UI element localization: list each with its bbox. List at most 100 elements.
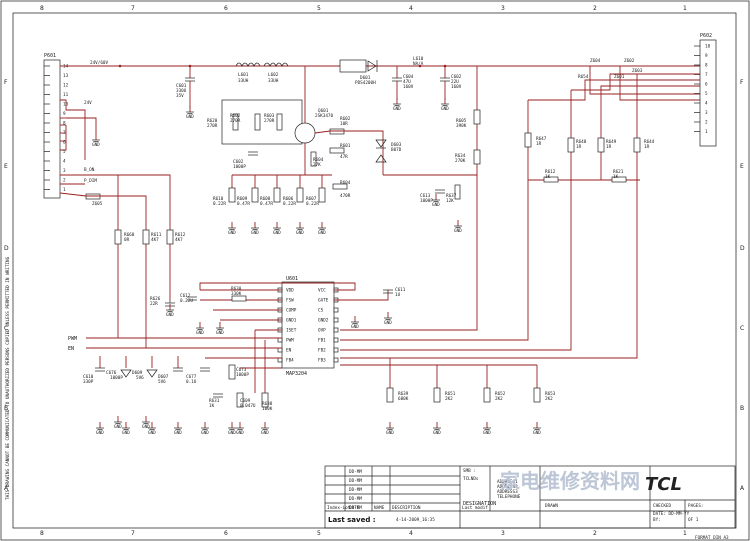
ground-label: GND [454, 228, 462, 234]
ic-pin-pad [333, 327, 339, 333]
p601-pin-label: 5 [63, 149, 66, 155]
svg-text:R607: R607 [306, 196, 317, 202]
ground-icon: GND [384, 312, 392, 326]
svg-text:Index-Lot: Index-Lot [327, 505, 351, 511]
row-labels-right: F E D C B A [740, 79, 745, 492]
capacitors-top: C601 330U 35V C604 47U 160V C602 22U 160… [176, 66, 462, 108]
svg-text:270R: 270R [207, 123, 218, 129]
ic-pin-right: VCC [318, 288, 326, 294]
svg-text:C611: C611 [395, 287, 406, 293]
last-saved-value: 4-14-2009_16:35 [396, 517, 435, 523]
svg-text:47U: 47U [403, 79, 411, 85]
confidentiality-note: THIS DRAWING CANNOT BE COMMUNICATED TO U… [5, 256, 11, 500]
ground-label: GND [533, 430, 541, 436]
ground-label: GND [114, 424, 122, 430]
svg-text:R605: R605 [456, 118, 467, 124]
ic-pin-left: ISET [286, 328, 297, 334]
svg-text:160V: 160V [403, 84, 414, 90]
ic-pin-left: GND1 [286, 318, 297, 324]
svg-text:C602: C602 [233, 159, 244, 165]
svg-text:E: E [4, 163, 8, 170]
ground-icon: GND [196, 322, 204, 336]
power-rail [60, 64, 700, 160]
ground-icon: GND [393, 98, 401, 112]
svg-text:NAME: NAME [374, 505, 385, 511]
svg-text:Z602: Z602 [624, 58, 635, 64]
svg-text:R601: R601 [340, 143, 351, 149]
svg-text:R649: R649 [606, 139, 617, 145]
svg-text:R608: R608 [260, 196, 271, 202]
ground-label: GND [483, 430, 491, 436]
ground-icon: GND [122, 422, 130, 436]
svg-text:35V: 35V [176, 93, 184, 99]
net-p-dim: P_DIM [84, 178, 97, 184]
svg-text:0.47R: 0.47R [237, 201, 250, 207]
svg-text:12K: 12K [446, 198, 454, 204]
svg-text:E: E [740, 163, 744, 170]
ic-pin-left: FSW [286, 298, 294, 304]
ground-label: GND [228, 430, 236, 436]
svg-text:R611: R611 [151, 232, 162, 238]
ic-pin-pad [333, 337, 339, 343]
revision-date: DD-MM [349, 469, 362, 475]
designation: DESIGNATION [463, 501, 496, 507]
svg-text:330K: 330K [231, 291, 242, 297]
svg-text:1R: 1R [606, 144, 612, 150]
ground-icon: GND [533, 422, 541, 436]
revision-date: DD-MM [349, 487, 362, 493]
svg-text:0R: 0R [124, 237, 130, 243]
ground-label: GND [166, 312, 174, 318]
p602-pin-label: 1 [705, 129, 708, 135]
ground-icon: GND [261, 422, 269, 436]
svg-text:A: A [4, 485, 9, 492]
svg-text:DESCRIPTION: DESCRIPTION [392, 505, 421, 511]
svg-text:2K2: 2K2 [495, 396, 503, 402]
ground-label: GND [393, 106, 401, 112]
svg-text:D603: D603 [391, 142, 402, 148]
svg-text:R637: R637 [446, 193, 457, 199]
ground-label: GND [433, 430, 441, 436]
ground-label: GND [216, 330, 224, 336]
svg-text:1000P: 1000P [420, 198, 433, 204]
svg-text:1000P: 1000P [233, 164, 246, 170]
ic-pin-right: FB1 [318, 338, 326, 344]
svg-text:R609: R609 [237, 196, 248, 202]
svg-text:R647: R647 [536, 136, 547, 142]
p601-pin-label: 2 [63, 178, 66, 184]
svg-text:10R: 10R [340, 121, 348, 127]
svg-text:DATE: DD-MM-YY: DATE: DD-MM-YY [653, 511, 690, 517]
ic-pin-right: FB2 [318, 348, 326, 354]
svg-text:P601: P601 [44, 53, 56, 59]
svg-text:R604: R604 [340, 180, 351, 186]
svg-text:1K: 1K [545, 174, 551, 180]
svg-text:C: C [4, 325, 8, 332]
ground-icon: GND [228, 422, 236, 436]
svg-text:33UH: 33UH [238, 78, 249, 84]
svg-text:330U: 330U [176, 88, 187, 94]
svg-text:4K7: 4K7 [175, 237, 183, 243]
ground-icon: GND [166, 304, 174, 318]
p602-pin-label: 9 [705, 53, 708, 59]
svg-text:L602: L602 [268, 72, 279, 78]
svg-text:SMB :: SMB : [463, 468, 476, 474]
ground-icon: GND [236, 422, 244, 436]
svg-text:R653: R653 [545, 391, 556, 397]
svg-text:270R: 270R [230, 118, 241, 124]
svg-text:5: 5 [317, 5, 321, 12]
ground-icon: GND [433, 422, 441, 436]
p602-pin-label: 2 [705, 120, 708, 126]
svg-text:330P: 330P [83, 379, 94, 385]
svg-text:CHECKED: CHECKED [653, 503, 672, 509]
format-note: FORMAT DIN A3 [695, 535, 729, 541]
svg-text:R621: R621 [613, 169, 624, 175]
ground-label: GND [351, 324, 359, 330]
svg-text:22U: 22U [451, 79, 459, 85]
net-24v60v: 24V/60V [90, 60, 109, 66]
watermark: 家电维修资料网 [500, 469, 640, 493]
svg-text:2: 2 [593, 530, 597, 537]
ground-label: GND [174, 430, 182, 436]
ic-u601: U601 MAP3204 VDDFSWCOMPGND1ISETPWMENFB4V… [277, 276, 339, 377]
ground-icon: GND [483, 422, 491, 436]
ground-label: GND [236, 430, 244, 436]
